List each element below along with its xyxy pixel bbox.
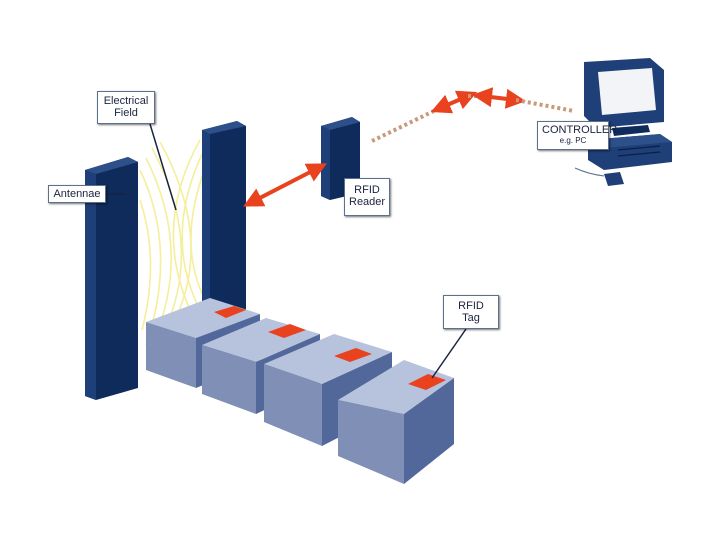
rfid-tag-2 [268,324,306,338]
controller-pc [574,58,672,186]
electrical-field-label-line2: Field [114,107,138,119]
rfid-tag-label-line2: Tag [462,312,480,324]
controller-label-line2: e.g. PC [559,136,587,145]
antenna-left [85,157,138,400]
rfid-tag-label: RFID Tag [443,295,499,329]
antenna-reader-arrow [243,163,327,207]
antenna-right [202,121,246,326]
antennae-label-text: Antennae [53,188,101,200]
label-leader-lines [104,123,467,379]
rfid-tag-4 [408,374,446,390]
electrical-field-label: Electrical Field [97,91,155,124]
rfid-reader-label-line2: Reader [349,196,386,208]
rfid-tag-1 [214,306,246,318]
rfid-tag-label-line1: RFID [458,300,484,312]
box-4 [338,360,454,484]
controller-label: CONTROLLER e.g. PC [537,121,618,150]
electrical-field-label-line1: Electrical [103,95,149,107]
signal-arrow [430,90,478,114]
rfid-reader-label: RFID Reader [344,178,390,216]
antennae-label: Antennae [48,185,106,203]
signal-arrow-2 [472,87,526,109]
controller-label-line1: CONTROLLER [542,124,618,136]
rfid-reader-label-line1: RFID [354,184,380,196]
wireless-signal-path [371,87,575,143]
rfid-tag-3 [334,348,372,362]
